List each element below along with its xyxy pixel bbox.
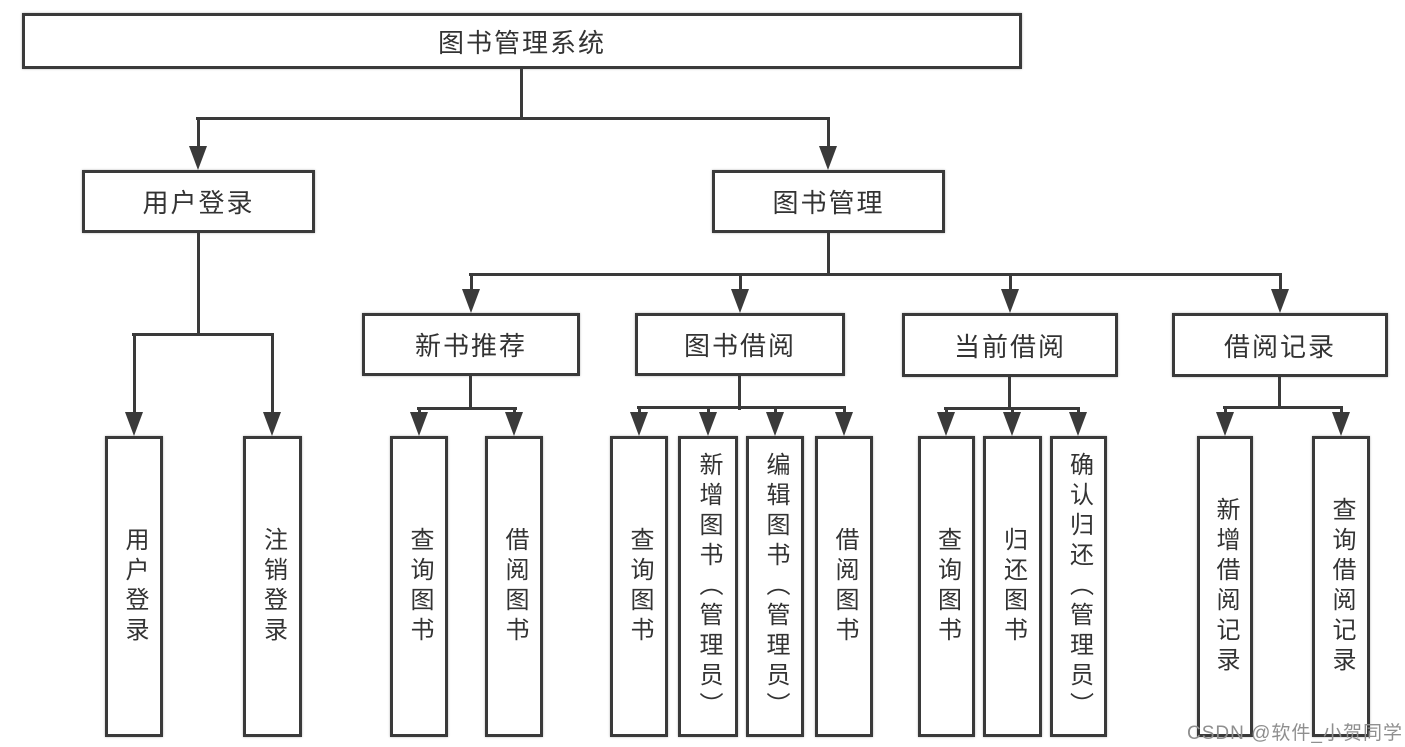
leaf-br-add-record: 新增借阅记录 [1197, 436, 1253, 737]
arrowhead-new-books [462, 289, 480, 313]
arrowhead-nb-borrow [505, 412, 523, 436]
arrowhead-book-borrow [731, 289, 749, 313]
node-new-books: 新书推荐 [362, 313, 580, 376]
connector-nb-horizontal [417, 407, 517, 410]
connector-drop-current-borrow [1009, 273, 1012, 298]
connector-cb-drop [1008, 377, 1011, 410]
leaf-br-query-record: 查询借阅记录 [1312, 436, 1370, 737]
connector-root-horizontal [196, 117, 830, 120]
leaf-user-login: 用户登录 [105, 436, 163, 737]
leaf-nb-query-books: 查询图书 [390, 436, 448, 737]
leaf-nb-borrow-books: 借阅图书 [485, 436, 543, 737]
leaf-bb-query-books: 查询图书 [610, 436, 668, 737]
leaf-bb-edit-books-admin: 编辑图书（管理员） [746, 436, 804, 737]
connector-drop-ul-login [133, 333, 136, 420]
leaf-cb-confirm-return-admin: 确认归还（管理员） [1050, 436, 1107, 737]
connector-drop-ul-logout [271, 333, 274, 420]
leaf-logout: 注销登录 [243, 436, 302, 737]
arrowhead-ul-login [125, 412, 143, 436]
csdn-watermark: CSDN @软件_小贺同学 [1187, 723, 1403, 744]
node-borrow-records: 借阅记录 [1172, 313, 1388, 377]
connector-br-drop [1278, 377, 1281, 409]
arrowhead-ul-logout [263, 412, 281, 436]
connector-drop-borrow-records [1279, 273, 1282, 298]
arrowhead-bb-query [630, 412, 648, 436]
connector-drop-user-login [197, 117, 200, 152]
connector-ul-horizontal [132, 333, 274, 336]
node-current-borrow: 当前借阅 [902, 313, 1118, 377]
connector-drop-new-books [470, 273, 473, 298]
connector-bb-drop [738, 376, 741, 410]
arrowhead-cb-query [937, 412, 955, 436]
leaf-cb-query-books: 查询图书 [918, 436, 975, 737]
node-book-borrow: 图书借阅 [635, 313, 845, 376]
connector-br-horizontal [1223, 406, 1343, 409]
leaf-bb-add-books-admin: 新增图书（管理员） [678, 436, 738, 737]
connector-ul-drop [197, 233, 200, 335]
connector-nb-drop [469, 376, 472, 410]
arrowhead-borrow-records [1271, 289, 1289, 313]
connector-bm-horizontal [469, 273, 1282, 276]
arrowhead-bb-add [699, 412, 717, 436]
connector-drop-book-borrow [739, 273, 742, 298]
node-root: 图书管理系统 [22, 13, 1022, 69]
node-user-login: 用户登录 [82, 170, 315, 233]
leaf-cb-return-books: 归还图书 [983, 436, 1042, 737]
node-book-mgmt: 图书管理 [712, 170, 945, 233]
arrowhead-nb-query [410, 412, 428, 436]
arrowhead-book-mgmt [819, 146, 837, 170]
arrowhead-cb-confirm [1069, 412, 1087, 436]
arrowhead-br-query [1332, 412, 1350, 436]
arrowhead-cb-return [1003, 412, 1021, 436]
arrowhead-bb-edit [766, 412, 784, 436]
arrowhead-br-add [1216, 412, 1234, 436]
arrowhead-user-login [189, 146, 207, 170]
leaf-bb-borrow-books: 借阅图书 [815, 436, 873, 737]
connector-drop-book-mgmt [827, 117, 830, 152]
arrowhead-bb-borrow [835, 412, 853, 436]
arrowhead-current-borrow [1001, 289, 1019, 313]
connector-root-drop [520, 66, 523, 120]
connector-bm-drop [827, 233, 830, 276]
connector-bb-horizontal [637, 406, 846, 409]
